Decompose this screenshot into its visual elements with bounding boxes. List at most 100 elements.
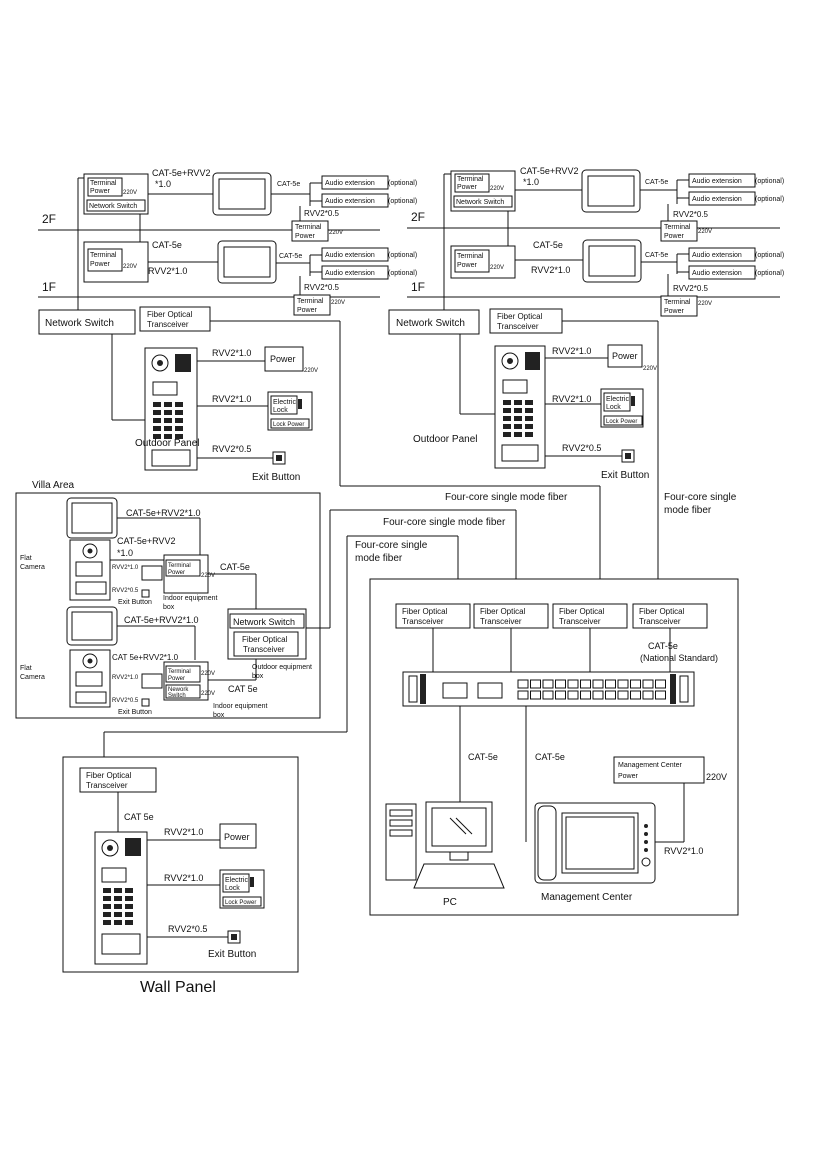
svg-text:Transceiver: Transceiver	[147, 320, 189, 329]
svg-text:Indoor equipment: Indoor equipment	[213, 703, 268, 710]
svg-text:Fiber Optical: Fiber Optical	[497, 312, 543, 321]
svg-text:Management Center: Management Center	[618, 762, 682, 769]
svg-text:Power: Power	[457, 262, 478, 269]
svg-text:Nework: Nework	[168, 687, 189, 693]
svg-text:Power: Power	[664, 308, 685, 315]
svg-text:Power: Power	[270, 354, 296, 364]
svg-text:Fiber Optical: Fiber Optical	[559, 607, 605, 616]
svg-text:Outdoor Panel: Outdoor Panel	[413, 434, 478, 445]
svg-text:Indoor equipment: Indoor equipment	[163, 595, 218, 602]
svg-text:Fiber Optical: Fiber Optical	[639, 607, 685, 616]
rack-port	[605, 679, 616, 689]
svg-text:Transceiver: Transceiver	[480, 617, 522, 626]
rack-port	[617, 679, 629, 689]
keypad-key	[114, 904, 122, 909]
keypad-key	[164, 426, 172, 431]
keypad-key	[525, 408, 533, 413]
svg-text:Terminal: Terminal	[90, 180, 117, 187]
svg-text:Lock Power: Lock Power	[225, 900, 256, 906]
svg-text:CAT-5e+RVV2: CAT-5e+RVV2	[520, 166, 578, 176]
keypad-key	[114, 896, 122, 901]
svg-text:Power: Power	[664, 233, 685, 240]
svg-text:Flat: Flat	[20, 555, 32, 562]
svg-text:Exit Button: Exit Button	[118, 599, 152, 606]
network-switch-2f-label: Network Switch	[89, 203, 137, 210]
fiber-transceiver-mc-2	[473, 603, 549, 629]
svg-text:RVV2*1.0: RVV2*1.0	[212, 348, 251, 358]
svg-text:Network Switch: Network Switch	[233, 617, 295, 627]
keypad-right	[503, 400, 533, 437]
keypad-key	[103, 888, 111, 893]
svg-text:Electric: Electric	[225, 877, 248, 884]
rack-port	[567, 679, 579, 689]
keypad-key	[503, 408, 511, 413]
keypad-key	[103, 896, 111, 901]
svg-text:Transceiver: Transceiver	[497, 322, 539, 331]
svg-text:(optional): (optional)	[388, 252, 417, 259]
svg-text:Switch: Switch	[168, 693, 186, 699]
villa-area-title: Villa Area	[32, 480, 75, 491]
power-right	[607, 344, 643, 368]
svg-text:Transceiver: Transceiver	[86, 781, 128, 790]
svg-text:RVV2*0.5: RVV2*0.5	[304, 283, 340, 292]
management-center-area: Four-core single mode fiber Fiber Optica…	[103, 535, 739, 916]
rack-port	[542, 679, 554, 689]
svg-text:220V: 220V	[201, 691, 215, 697]
svg-text:Terminal: Terminal	[664, 299, 691, 306]
svg-text:Terminal: Terminal	[297, 298, 324, 305]
rack-port	[530, 690, 541, 700]
rack-port	[642, 690, 654, 700]
svg-text:Lock Power: Lock Power	[606, 419, 637, 425]
floor-2f-label: 2F	[42, 212, 56, 226]
svg-text:2F: 2F	[411, 210, 425, 224]
svg-text:220V: 220V	[123, 264, 137, 270]
rack-port	[655, 690, 666, 700]
svg-text:CAT-5e: CAT-5e	[645, 252, 668, 259]
svg-text:RVV2*0.5: RVV2*0.5	[112, 588, 139, 594]
svg-text:Audio extension: Audio extension	[325, 180, 375, 187]
svg-text:*1.0: *1.0	[117, 548, 133, 558]
svg-text:RVV2*1.0: RVV2*1.0	[212, 394, 251, 404]
svg-text:CAT-5e: CAT-5e	[533, 240, 563, 250]
fiber-transceiver-mc-1	[395, 603, 471, 629]
villa-area: Villa Area CAT-5e+RVV2*1.0 Flat Camera C…	[15, 480, 517, 719]
rack-ports	[517, 679, 666, 700]
svg-text:*1.0: *1.0	[155, 179, 171, 189]
audio-extension-1	[321, 175, 389, 190]
terminal-power-2f-ext	[291, 220, 329, 242]
svg-text:*1.0: *1.0	[523, 177, 539, 187]
svg-text:box: box	[213, 712, 225, 719]
keypad-key	[103, 904, 111, 909]
keypad-key	[175, 410, 183, 415]
svg-text:Four-core single: Four-core single	[664, 492, 737, 503]
wall-panel-area: Fiber Optical Transceiver CAT 5e RVV2*1.…	[62, 756, 299, 996]
svg-text:Camera: Camera	[20, 674, 45, 681]
keypad-key	[525, 416, 533, 421]
svg-text:Audio extension: Audio extension	[325, 252, 375, 259]
svg-text:CAT-5e: CAT-5e	[152, 240, 182, 250]
keypad-key	[125, 920, 133, 925]
svg-text:box: box	[252, 673, 264, 680]
audio-extension-2	[321, 193, 389, 208]
keypad-key	[125, 912, 133, 917]
terminal-power-1f-ext	[293, 294, 331, 316]
keypad-key	[175, 434, 183, 439]
svg-text:CAT-5e+RVV2: CAT-5e+RVV2	[117, 536, 175, 546]
rack-port	[530, 679, 541, 689]
keypad-key	[164, 418, 172, 423]
svg-text:Fiber Optical: Fiber Optical	[480, 607, 526, 616]
rack-port	[655, 679, 666, 689]
left-building: 2F 1F Terminal Power 220V Network Switch…	[38, 168, 601, 604]
svg-text:Power: Power	[224, 832, 250, 842]
svg-text:(optional): (optional)	[755, 178, 784, 185]
svg-text:Terminal: Terminal	[168, 563, 191, 569]
svg-text:RVV2*0.5: RVV2*0.5	[673, 284, 709, 293]
svg-text:Four-core single mode fiber: Four-core single mode fiber	[445, 492, 568, 503]
svg-text:Lock: Lock	[606, 404, 621, 411]
keypad-key	[525, 432, 533, 437]
svg-text:Power: Power	[168, 570, 185, 576]
svg-text:RVV2*0.5: RVV2*0.5	[168, 924, 207, 934]
svg-text:PC: PC	[443, 897, 457, 908]
keypad-key	[114, 920, 122, 925]
rack-port	[580, 690, 591, 700]
